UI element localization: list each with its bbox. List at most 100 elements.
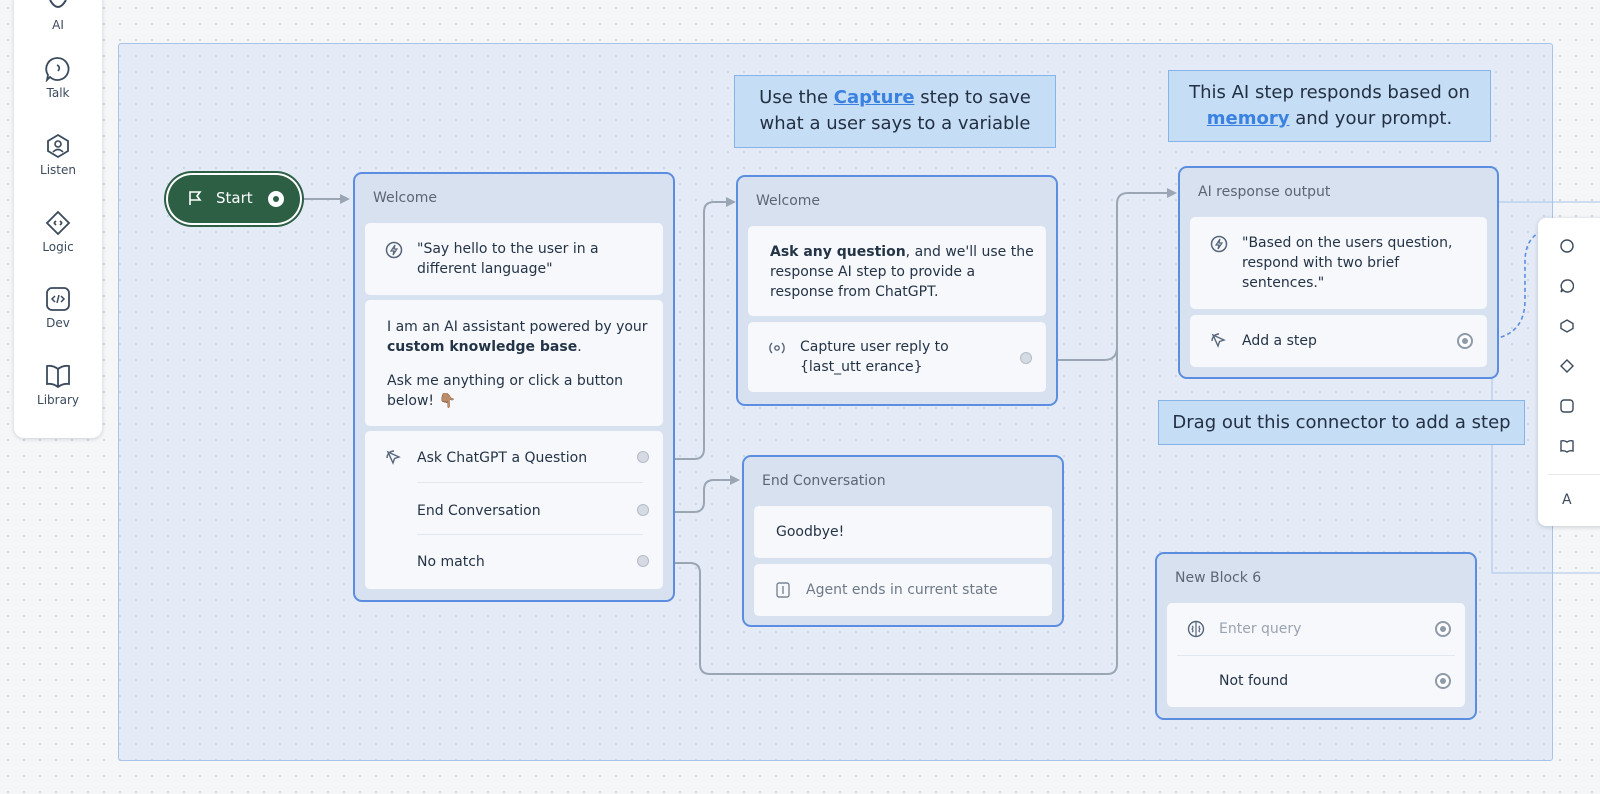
capture-label: Capture user reply to {last_utt erance}: [800, 339, 949, 375]
listen-icon[interactable]: [1560, 318, 1574, 333]
text-second: Ask me anything or click a button below!…: [387, 373, 624, 409]
arrowhead-welcome: [340, 194, 350, 204]
block-title: Welcome: [756, 193, 821, 209]
ai-response-block[interactable]: AI response output "Based on the users q…: [1178, 166, 1499, 379]
wire-nomatch-to-ai: [663, 192, 1170, 675]
not-found-label: Not found: [1219, 673, 1289, 689]
text-intro: I am an AI assistant powered by your: [387, 319, 648, 335]
kb-query-step[interactable]: Enter query Not found: [1167, 603, 1465, 707]
palette-label-talk: Talk: [46, 86, 70, 100]
port-query[interactable]: [1435, 621, 1451, 637]
end-step[interactable]: Agent ends in current state: [754, 564, 1052, 616]
note-capture-pre: Use the: [759, 87, 834, 108]
palette-item-logic[interactable]: Logic: [14, 210, 102, 254]
query-input[interactable]: Enter query: [1219, 621, 1302, 637]
port-capture[interactable]: [1020, 352, 1032, 364]
port-no-match[interactable]: [637, 555, 649, 567]
flag-icon: [188, 190, 202, 210]
button-no-match[interactable]: No match: [417, 554, 485, 570]
port-not-found[interactable]: [1435, 673, 1451, 689]
book-icon: [14, 363, 102, 389]
block-title: Welcome: [373, 190, 438, 206]
text-step-body: Ask any question, and we'll use the resp…: [770, 242, 1040, 302]
message-step[interactable]: Goodbye!: [754, 506, 1052, 558]
palette-item-talk[interactable]: Talk: [14, 56, 102, 100]
code-icon: [14, 286, 102, 312]
arrowhead-welcome2: [726, 197, 736, 207]
text-bold: custom knowledge base: [387, 339, 578, 355]
listen-icon: [14, 133, 102, 159]
goodbye-message: Goodbye!: [776, 524, 845, 540]
start-node[interactable]: Start: [168, 175, 300, 223]
port-end-conversation[interactable]: [637, 504, 649, 516]
palette-label-logic: Logic: [42, 240, 74, 254]
capture-link[interactable]: Capture: [833, 87, 915, 108]
ai-prompt-text: "Say hello to the user in a different la…: [417, 241, 599, 277]
port-ask-chatgpt[interactable]: [637, 451, 649, 463]
text-bold: Ask any question: [770, 244, 906, 260]
end-conversation-block[interactable]: End Conversation Goodbye! Agent ends in …: [742, 455, 1064, 627]
divider: [1548, 474, 1600, 475]
palette-item-ai[interactable]: AI: [14, 0, 102, 32]
memory-annotation-note: This AI step responds based on memory an…: [1168, 70, 1491, 142]
button-end-conversation[interactable]: End Conversation: [417, 503, 541, 519]
text-rest: , and we'll use the response AI step to …: [770, 244, 1034, 300]
memory-link[interactable]: memory: [1206, 108, 1290, 129]
arrowhead-ai: [1167, 188, 1177, 198]
divider: [1177, 655, 1455, 656]
wire-capture-to-ai: [1044, 346, 1118, 361]
text-step[interactable]: Ask any question, and we'll use the resp…: [748, 226, 1046, 316]
step-menu-panel: A: [1538, 218, 1600, 526]
button-ask-chatgpt[interactable]: Ask ChatGPT a Question: [417, 450, 588, 466]
start-output-port[interactable]: [268, 191, 284, 207]
welcome-block[interactable]: Welcome "Say hello to the user in a diff…: [353, 172, 675, 602]
palette-label-library: Library: [37, 393, 79, 407]
capture-icon: [768, 339, 786, 363]
palette-label-dev: Dev: [46, 316, 70, 330]
note-capture-post: step to save: [914, 87, 1031, 108]
ai-icon[interactable]: [1560, 238, 1574, 253]
palette-item-listen[interactable]: Listen: [14, 133, 102, 177]
port-add-step[interactable]: [1457, 333, 1473, 349]
panel-label[interactable]: A: [1562, 492, 1572, 508]
buttons-step[interactable]: Ask ChatGPT a Question End Conversation …: [365, 431, 663, 589]
palette-item-dev[interactable]: Dev: [14, 286, 102, 330]
tool-palette: AI Talk Listen Logic Dev Library: [14, 0, 102, 438]
talk-bubble-icon[interactable]: [1560, 278, 1575, 293]
cursor-click-icon: [1210, 332, 1228, 356]
end-step-label: Agent ends in current state: [806, 582, 998, 598]
brain-icon: [1187, 620, 1205, 644]
note-memory-line1: This AI step responds based on: [1189, 82, 1470, 103]
new-block-6[interactable]: New Block 6 Enter query Not found: [1155, 552, 1477, 720]
book-icon[interactable]: [1560, 438, 1574, 453]
palette-label-listen: Listen: [40, 163, 76, 177]
arrowhead-endblock: [730, 475, 740, 485]
wire-ask-to-welcome2: [663, 201, 728, 460]
drag-annotation-note: Drag out this connector to add a step: [1158, 400, 1525, 445]
ai-prompt-icon: [385, 241, 403, 265]
ai-prompt-step[interactable]: "Based on the users question, respond wi…: [1190, 217, 1487, 309]
note-memory-post: and your prompt.: [1289, 108, 1453, 129]
add-step-label[interactable]: Add a step: [1242, 333, 1317, 349]
welcome-block-2[interactable]: Welcome Ask any question, and we'll use …: [736, 175, 1058, 406]
text-step[interactable]: I am an AI assistant powered by your cus…: [365, 300, 663, 426]
start-label: Start: [216, 189, 253, 207]
palette-item-library[interactable]: Library: [14, 363, 102, 407]
text-step-body: I am an AI assistant powered by your cus…: [387, 317, 655, 357]
ai-prompt-icon: [1210, 235, 1228, 259]
logic-icon[interactable]: [1560, 358, 1574, 373]
note-capture-line2: what a user says to a variable: [759, 113, 1031, 134]
block-title: AI response output: [1198, 184, 1331, 200]
logic-icon: [14, 210, 102, 236]
text-period: .: [577, 339, 582, 355]
divider: [417, 482, 643, 483]
code-icon[interactable]: [1560, 398, 1574, 413]
add-step-row[interactable]: Add a step: [1190, 315, 1487, 367]
block-title: New Block 6: [1175, 570, 1262, 586]
block-title: End Conversation: [762, 473, 886, 489]
wire-end-to-endblock: [663, 479, 732, 513]
ai-prompt-step[interactable]: "Say hello to the user in a different la…: [365, 223, 663, 295]
palette-label-ai: AI: [52, 18, 64, 32]
capture-step[interactable]: Capture user reply to {last_utt erance}: [748, 322, 1046, 392]
